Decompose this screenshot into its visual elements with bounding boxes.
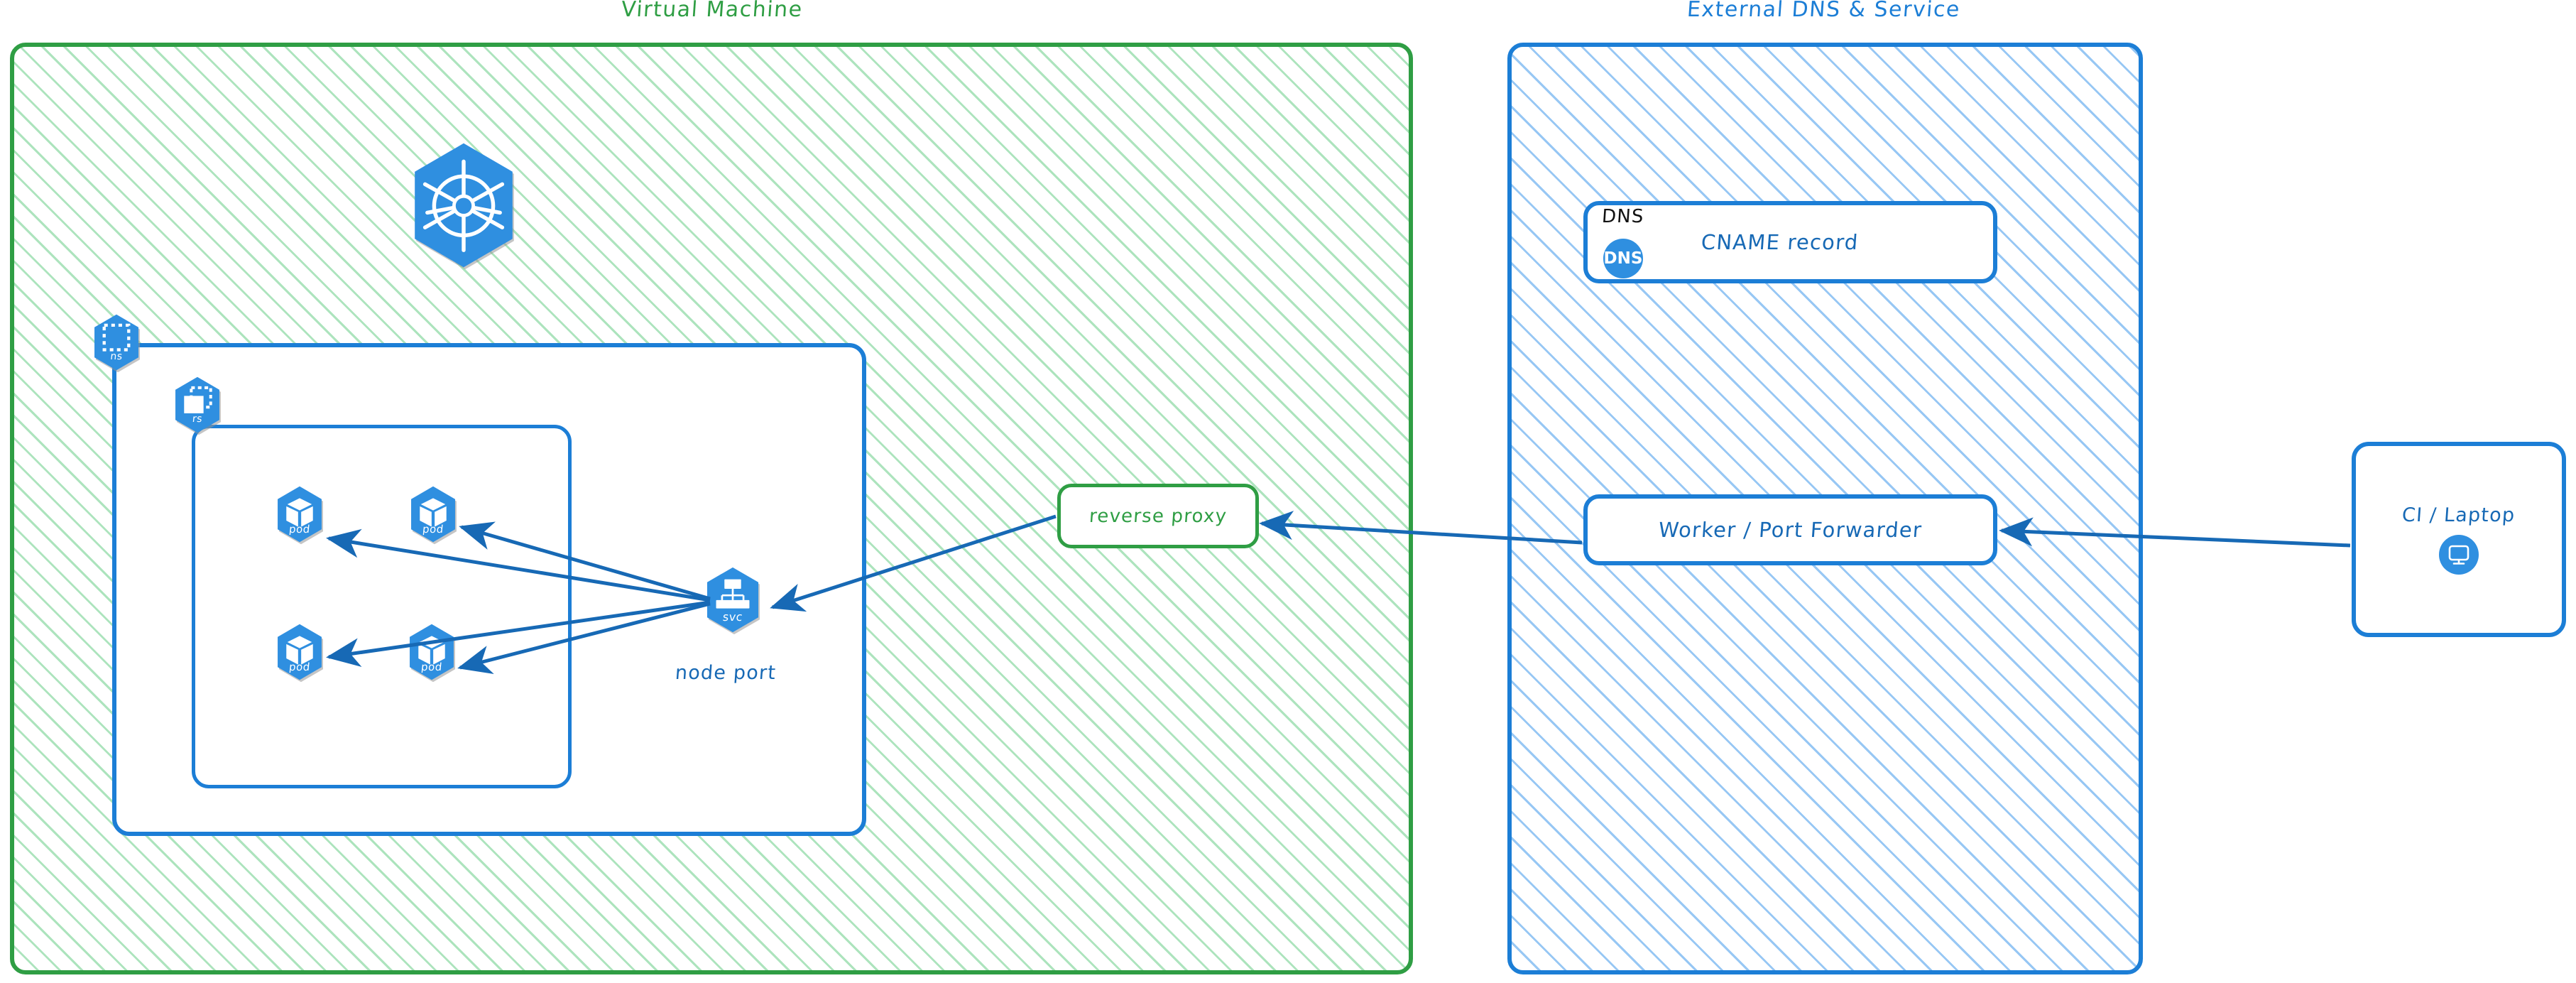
desktop-monitor-icon (2439, 535, 2479, 575)
reverse-proxy-box[interactable]: reverse proxy (1057, 484, 1259, 548)
ci-laptop-box[interactable]: CI / Laptop (2352, 442, 2566, 637)
kubernetes-svc-icon: svc (703, 567, 763, 633)
node-port-caption: node port (674, 662, 777, 684)
group-external-dns-service-title: External DNS & Service (1686, 0, 1962, 22)
cname-record-label: CNAME record (1700, 230, 1860, 254)
ci-laptop-label: CI / Laptop (2401, 504, 2516, 526)
kubernetes-pod-icon-4: pod (406, 624, 457, 680)
kubernetes-logo-icon (407, 142, 520, 268)
dns-card[interactable]: CNAME record (1583, 201, 1997, 283)
dns-badge-icon: DNS (1603, 239, 1643, 278)
kubernetes-ns-icon: ns (91, 314, 142, 371)
reverse-proxy-label: reverse proxy (1088, 505, 1228, 527)
worker-port-forwarder-card[interactable]: Worker / Port Forwarder (1583, 494, 1997, 565)
dns-badge-label: DNS (1603, 249, 1643, 268)
replicaset-container (192, 425, 572, 788)
dns-kind-label: DNS (1600, 206, 1645, 227)
kubernetes-pod-icon-2: pod (408, 486, 459, 543)
worker-port-forwarder-label: Worker / Port Forwarder (1657, 518, 1923, 542)
kubernetes-rs-icon: rs (172, 376, 223, 433)
group-virtual-machine-title: Virtual Machine (620, 0, 804, 22)
kubernetes-pod-icon-1: pod (274, 486, 325, 543)
kubernetes-pod-icon-3: pod (274, 624, 325, 680)
